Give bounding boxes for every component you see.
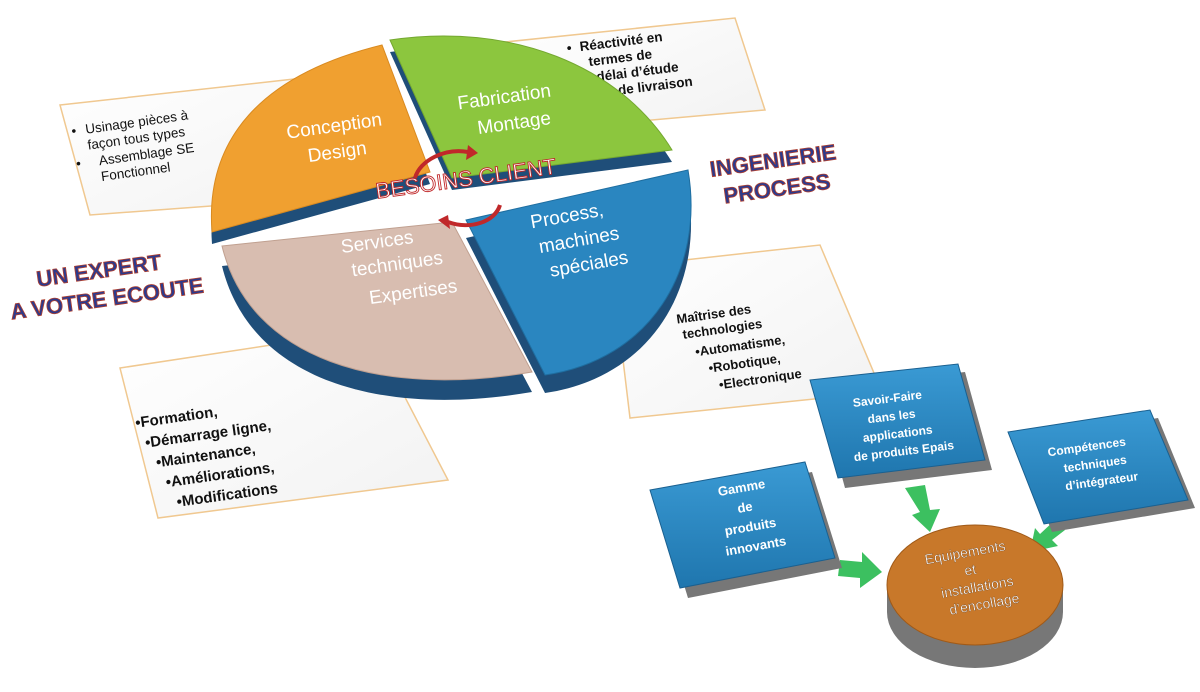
gamme-line-2: de (736, 499, 754, 516)
savoir-line-2: dans les (867, 406, 917, 426)
quadrant-conception: Conception Design (210, 44, 431, 244)
heading-expert: UN EXPERT A VOTRE ECOUTE (8, 249, 205, 325)
quadrant-process: Process, machines spéciales (465, 169, 692, 393)
box-savoir-faire: Savoir-Faire dans les applications de pr… (809, 363, 992, 488)
circle-equipements: Equipements et installations d’encollage (886, 524, 1064, 668)
arrow-savoir-to-equipements (905, 485, 940, 532)
box-competences: Compétences techniques d’intégrateur (1007, 409, 1195, 532)
reactivite-bullet: • (566, 40, 573, 55)
arrow-gamme-to-equipements (838, 552, 882, 588)
usinage-bullet-2: • (75, 156, 82, 172)
quadrant-fabrication: Fabrication Montage (389, 35, 673, 191)
pie-chart: Conception Design Fabrication Montage Se… (210, 35, 692, 400)
heading-ingenierie: INGENIERIE PROCESS (708, 139, 838, 209)
box-gamme: Gamme de produits innovants (649, 461, 842, 598)
cycle-arrows-icon (413, 145, 502, 229)
usinage-bullet-1: • (70, 123, 77, 139)
quadrant-services: Services techniques Expertises (221, 221, 533, 400)
equipements-line-2: et (963, 561, 977, 579)
